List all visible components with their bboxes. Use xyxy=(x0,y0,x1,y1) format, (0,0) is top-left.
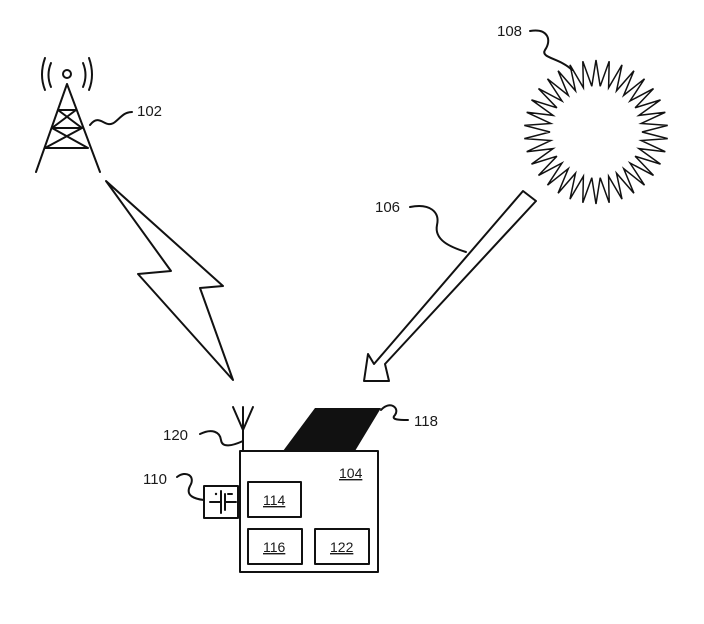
device-box xyxy=(239,450,379,573)
battery-icon xyxy=(203,485,239,519)
leader-line-118 xyxy=(380,404,409,421)
cell-tower-icon xyxy=(35,57,101,173)
leader-line-102 xyxy=(89,111,133,126)
label-114: 114 xyxy=(263,492,286,508)
leader-line-106 xyxy=(409,205,467,253)
solar-panel-icon xyxy=(283,408,381,451)
arrow-icon xyxy=(363,190,537,382)
label-120: 120 xyxy=(163,427,188,444)
label-122: 122 xyxy=(330,539,354,555)
label-118: 118 xyxy=(414,413,438,430)
label-106: 106 xyxy=(375,199,400,216)
sun-ray-ring xyxy=(524,59,668,205)
antenna-icon xyxy=(232,406,254,452)
label-104: 104 xyxy=(339,465,363,481)
component-122-box xyxy=(314,528,370,565)
label-102: 102 xyxy=(137,103,162,120)
leader-line-120 xyxy=(199,430,244,447)
leader-line-110 xyxy=(176,473,205,501)
component-116-box xyxy=(247,528,303,565)
sun-icon xyxy=(524,59,668,205)
label-108: 108 xyxy=(497,23,522,40)
lightning-bolt-icon xyxy=(105,180,234,381)
label-116: 116 xyxy=(263,539,286,555)
label-110: 110 xyxy=(143,471,167,488)
component-114-box xyxy=(247,481,302,518)
leader-line-108 xyxy=(529,29,573,71)
